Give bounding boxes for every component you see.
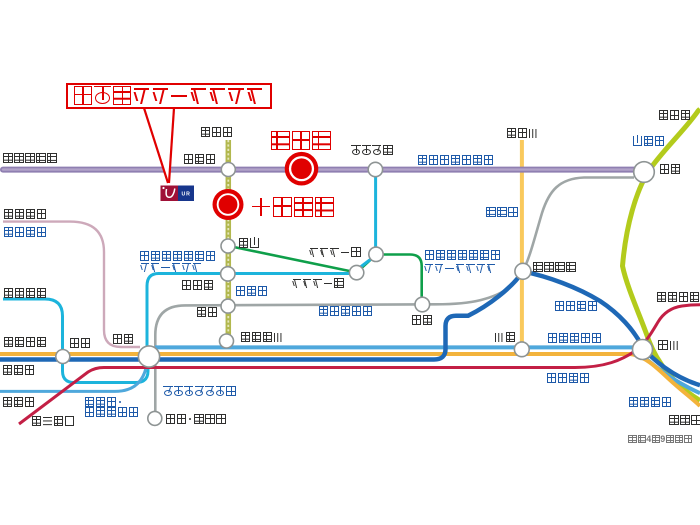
svg-text:UR: UR (182, 192, 191, 198)
